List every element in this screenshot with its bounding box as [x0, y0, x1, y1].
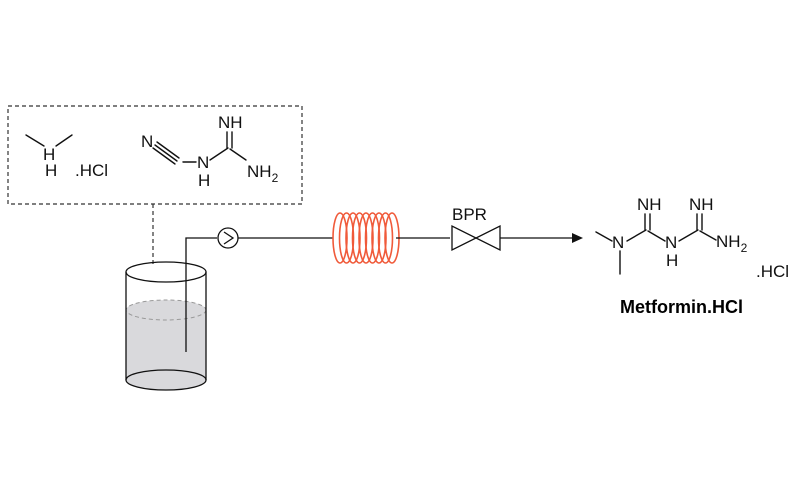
- coil-winding: [364, 212, 381, 264]
- coil-winding: [332, 212, 348, 264]
- metformin-structure: N NH N H NH NH2 .HCl: [595, 195, 789, 281]
- metformin-nh2: NH2: [716, 232, 748, 255]
- metformin-n-dimethyl: N: [612, 233, 624, 252]
- coil-winding: [345, 212, 361, 264]
- reservoir-liquid: [126, 300, 206, 390]
- coil-reactor: [332, 212, 400, 264]
- intake-tube: [185, 237, 217, 352]
- bpr-valve: BPR: [451, 205, 501, 252]
- reagents-box: [7, 105, 303, 205]
- output-arrowhead: [572, 233, 583, 243]
- coil-winding: [351, 212, 368, 264]
- product-name: Metformin.HCl: [620, 297, 743, 317]
- dicyandiamide-h: H: [198, 171, 210, 190]
- dicyandiamide-n: N: [197, 153, 209, 172]
- dimethylamine-nh: H: [43, 145, 55, 164]
- metformin-imine-1: NH: [637, 195, 662, 214]
- bpr-label: BPR: [452, 205, 487, 224]
- coil-winding: [358, 212, 374, 264]
- metformin-h-link: H: [666, 251, 678, 270]
- dicyandiamide-imine: NH: [218, 113, 243, 132]
- coil-winding: [371, 212, 387, 264]
- dicyandiamide-structure: N N H NH NH2: [141, 113, 279, 190]
- metformin-n-link: N: [665, 233, 677, 252]
- dicyandiamide-nh2: NH2: [247, 162, 279, 185]
- reservoir: [125, 261, 207, 391]
- dimethylamine-salt: .HCl: [75, 161, 108, 180]
- pump: [217, 227, 239, 249]
- coil-winding: [377, 212, 394, 264]
- metformin-imine-2: NH: [689, 195, 714, 214]
- dimethylamine-h: H: [45, 161, 57, 180]
- dimethylamine-structure: H H .HCl: [25, 134, 108, 180]
- reservoir-base: [125, 369, 207, 391]
- coil-winding: [338, 212, 355, 264]
- reservoir-rim: [125, 261, 207, 283]
- metformin-salt: .HCl: [756, 262, 789, 281]
- dicyandiamide-nitrile-n: N: [141, 132, 153, 151]
